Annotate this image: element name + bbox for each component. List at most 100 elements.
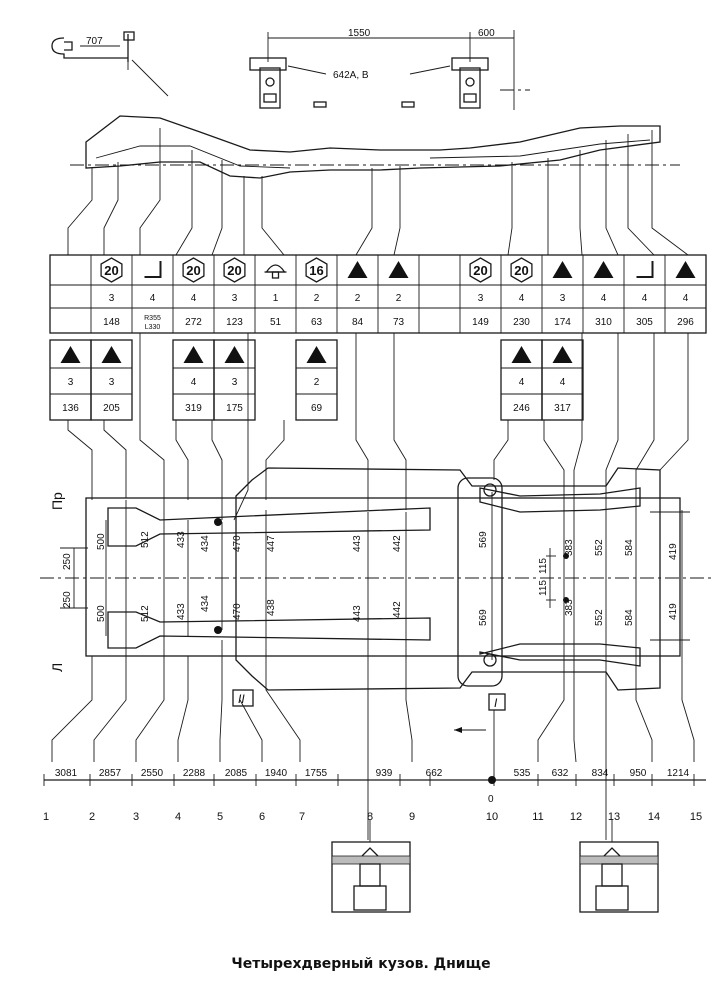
dim-433-upper: 433 [176, 531, 187, 548]
dim-512-upper: 512 [140, 531, 151, 548]
qty-cell: 3 [560, 293, 566, 304]
hook-detail: 707 [51, 31, 169, 97]
section-detail-b [579, 820, 659, 913]
qty-cell: 4 [191, 293, 197, 304]
qty-cell: 4 [191, 377, 197, 388]
bolt-size-label: 16 [309, 263, 323, 278]
station-dimension: 1214 [667, 768, 690, 779]
part-number-cell: 69 [311, 403, 323, 414]
station-number: 4 [175, 811, 181, 823]
weld-triangle-icon [552, 261, 573, 278]
station-number: 2 [89, 811, 95, 823]
qty-cell: 4 [519, 293, 525, 304]
dim-250-lower: 250 [62, 591, 73, 608]
station-dimension: 2857 [99, 768, 122, 779]
station-number: 6 [259, 811, 265, 823]
weld-triangle-icon [388, 261, 409, 278]
part-number-cell: 205 [103, 403, 120, 414]
hex-bolt-icon: 20 [100, 257, 123, 283]
view-marker-ii: II [238, 692, 245, 706]
bolt-size-label: 20 [186, 263, 200, 278]
leaders-lower [51, 636, 695, 840]
hex-bolt-icon: 20 [182, 257, 205, 283]
station-number: 9 [409, 811, 415, 823]
weld-triangle-icon [101, 346, 122, 363]
part-number-cell: 84 [352, 317, 364, 328]
dim-434-lower: 434 [200, 595, 211, 612]
qty-cell: 4 [560, 377, 566, 388]
qty-cell: 3 [109, 293, 115, 304]
dim-383-lower: 383 [564, 599, 575, 616]
leaders-middle [67, 333, 689, 521]
qty-cell: 4 [519, 377, 525, 388]
station-number: 10 [486, 811, 498, 823]
station-number: 5 [217, 811, 223, 823]
station-number: 14 [648, 811, 660, 823]
weld-triangle-icon [675, 261, 696, 278]
dim-500-upper: 500 [96, 533, 107, 550]
station-dimension: 3081 [55, 768, 78, 779]
top-brackets: 1550 600 642A, B [249, 28, 530, 110]
dim-569-upper: 569 [478, 531, 489, 548]
weld-triangle-icon [347, 261, 368, 278]
dim-383-upper: 383 [564, 539, 575, 556]
dim-433-lower: 433 [176, 603, 187, 620]
station-number: 1 [43, 811, 49, 823]
qty-cell: 2 [396, 293, 402, 304]
hex-bolt-icon: 20 [223, 257, 246, 283]
dim-552-lower: 552 [594, 609, 605, 626]
station-dimension: 662 [426, 768, 443, 779]
view-marker-i: I [494, 696, 498, 710]
dim-115-lower: 115 [538, 580, 549, 596]
station-number: 13 [608, 811, 620, 823]
qty-cell: 3 [232, 293, 238, 304]
dim-512-lower: 512 [140, 605, 151, 622]
sub-table-column: 269 [295, 339, 338, 421]
station-dimension: 950 [630, 768, 647, 779]
dim-500-lower: 500 [96, 605, 107, 622]
station-dimension: 1755 [305, 768, 328, 779]
hex-bolt-icon: 20 [469, 257, 492, 283]
part-number-cell: 123 [226, 317, 243, 328]
part-number-cell: 174 [554, 317, 571, 328]
part-number-cell: 230 [513, 317, 530, 328]
part-number-cell: 73 [393, 317, 405, 328]
station-dimension: 1940 [265, 768, 288, 779]
station-number: 11 [532, 811, 543, 823]
station-dimension-row: 0 [43, 774, 706, 805]
bolt-size-label: 20 [473, 263, 487, 278]
hex-bolt-icon: 20 [510, 257, 533, 283]
qty-cell: 3 [478, 293, 484, 304]
dim-442-upper: 442 [392, 535, 403, 552]
part-number-cell: 63 [311, 317, 323, 328]
station-dimension: 2288 [183, 768, 206, 779]
dome-rivet-icon [264, 264, 287, 279]
part-number-cell: 148 [103, 317, 120, 328]
part-number-cell: 296 [677, 317, 694, 328]
section-detail-a [331, 820, 411, 913]
corner-bracket-icon [144, 261, 162, 278]
weld-triangle-icon [183, 346, 204, 363]
qty-cell: 4 [683, 293, 689, 304]
part-number-cell: 305 [636, 317, 653, 328]
station-dimension: 632 [552, 768, 569, 779]
dim-447: 447 [266, 535, 277, 552]
dim-569-lower: 569 [478, 609, 489, 626]
part-number-cell: 310 [595, 317, 612, 328]
bolt-size-label: 20 [227, 263, 241, 278]
dim-250-upper: 250 [62, 553, 73, 570]
station-dimension: 535 [514, 768, 531, 779]
station-dimension: 2550 [141, 768, 164, 779]
dim-115-upper: 115 [538, 558, 549, 574]
dim-1550: 1550 [348, 28, 371, 39]
hex-bolt-icon: 16 [305, 257, 328, 283]
station-number: 7 [299, 811, 305, 823]
drawing-caption: Четырехдверный кузов. Днище [231, 956, 491, 972]
station-dimension: 834 [592, 768, 609, 779]
